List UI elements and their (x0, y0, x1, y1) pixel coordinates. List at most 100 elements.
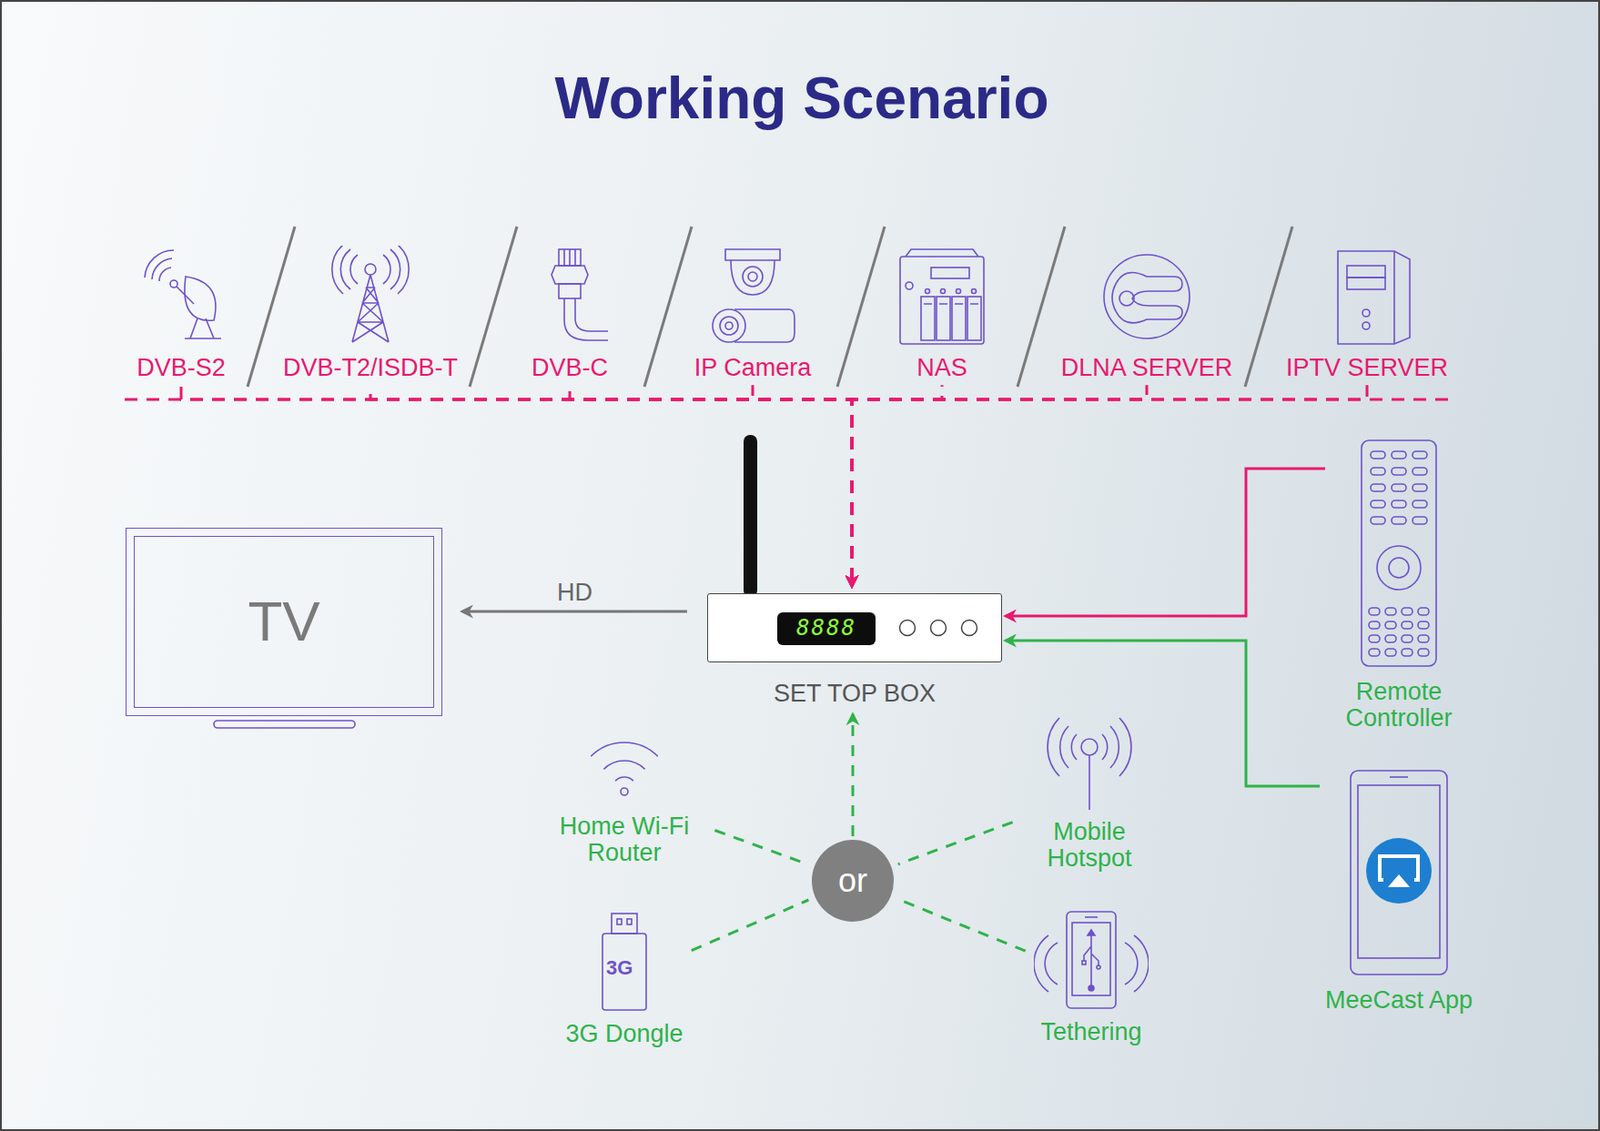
source-device: Home Wi-Fi Router (542, 728, 707, 867)
icon (896, 245, 988, 346)
drawing-part (627, 919, 632, 925)
drawing-part (1391, 516, 1407, 525)
drawing-part (1412, 516, 1428, 525)
drawing-part (1047, 718, 1132, 777)
device-icon (896, 245, 988, 346)
drawing-part (1388, 557, 1409, 578)
drawing-part (725, 249, 780, 295)
drawing-part (1033, 935, 1149, 993)
device-icon (1348, 769, 1449, 977)
drawing-part (1385, 648, 1397, 657)
drawing-part (1346, 277, 1386, 290)
drawing-part (611, 913, 638, 934)
drawing-part (1245, 226, 1293, 387)
drawing-part (1385, 607, 1397, 616)
connector (714, 830, 808, 865)
connector (1005, 640, 1320, 787)
drawing-part (1401, 635, 1413, 643)
device-label: Remote Controller (1330, 678, 1468, 732)
drawing-part (558, 249, 581, 266)
icon (1359, 438, 1438, 669)
drawing-part (1387, 874, 1410, 888)
source-device: DVB-C (524, 245, 616, 382)
device-icon (324, 245, 416, 346)
connector (181, 384, 852, 587)
drawing-part (1088, 985, 1094, 992)
connector (462, 610, 688, 614)
icon (135, 245, 227, 346)
drawing-part (620, 788, 628, 796)
drawing-part (962, 620, 978, 637)
connector (851, 714, 855, 837)
connector (851, 384, 1147, 587)
device-label: DVB-S2 (136, 354, 226, 382)
drawing-part (1401, 607, 1413, 616)
drawing-part (931, 620, 947, 637)
drawing-part (170, 280, 178, 288)
connector (897, 899, 1026, 952)
drawing-part (1346, 265, 1386, 278)
drawing-part (900, 256, 984, 345)
device-icon (524, 245, 616, 346)
drawing-part (1362, 309, 1370, 317)
device-icon (1321, 245, 1413, 346)
set-top-box: 8888SET TOP BOX (707, 593, 1003, 708)
drawing-part (956, 289, 962, 294)
edge-label: HD (556, 579, 593, 607)
drawing-part (1417, 621, 1429, 629)
source-device: DVB-S2 (135, 245, 227, 382)
device-label: IPTV SERVER (1286, 354, 1449, 382)
device-label: MeeCast App (1325, 987, 1473, 1014)
drawing-part (1370, 500, 1386, 508)
source-device: IPTV SERVER (1286, 245, 1449, 382)
device-icon (1359, 438, 1438, 669)
drawing-part (742, 266, 763, 287)
drawing-part (352, 274, 389, 343)
tv-label: TV (247, 591, 320, 653)
connector (370, 384, 852, 587)
drawing-part (1361, 440, 1437, 667)
drawing-part (1370, 516, 1386, 525)
drawing-part (1401, 621, 1413, 629)
drawing-part (1350, 770, 1448, 975)
drawing-part (1412, 467, 1428, 476)
drawing-part (558, 283, 581, 299)
drawing-part (1088, 755, 1091, 811)
device-label: NAS (916, 354, 968, 382)
drawing-part (1337, 251, 1410, 345)
device-icon (135, 245, 227, 346)
connector (1005, 468, 1326, 617)
drawing-part (1391, 484, 1407, 492)
source-device: Remote Controller (1330, 438, 1468, 732)
drawing-part (1412, 500, 1428, 508)
drawing-part (1083, 933, 1099, 987)
drawing-part (644, 226, 692, 387)
drawing-part (1066, 911, 1116, 1009)
device-icon (1033, 910, 1149, 1011)
drawing-part (602, 933, 647, 1011)
drawing-part (1391, 467, 1407, 476)
icon (1348, 769, 1449, 977)
source-device: IP Camera (694, 245, 812, 382)
drawing-part (725, 322, 733, 330)
choice-circle: or (811, 840, 894, 922)
icon (1101, 245, 1193, 346)
device-label: DVB-C (531, 354, 608, 382)
source-device: DLNA SERVER (1061, 245, 1234, 382)
drawing-part (1366, 838, 1432, 904)
source-device: DVB-T2/ISDB-T (283, 245, 458, 382)
device-icon (1101, 245, 1193, 346)
drawing-part (1370, 451, 1386, 459)
source-device: NAS (896, 245, 988, 382)
drawing-part (1119, 291, 1135, 306)
drawing-part (931, 267, 970, 279)
tv-screen: TV (125, 527, 443, 717)
source-device: Tethering (1033, 910, 1149, 1046)
device-label: Mobile Hotspot (1021, 819, 1158, 872)
stb-housing: 8888 (707, 593, 1003, 663)
diagram-title: Working Scenario (1, 67, 1600, 131)
device-icon (707, 245, 799, 346)
